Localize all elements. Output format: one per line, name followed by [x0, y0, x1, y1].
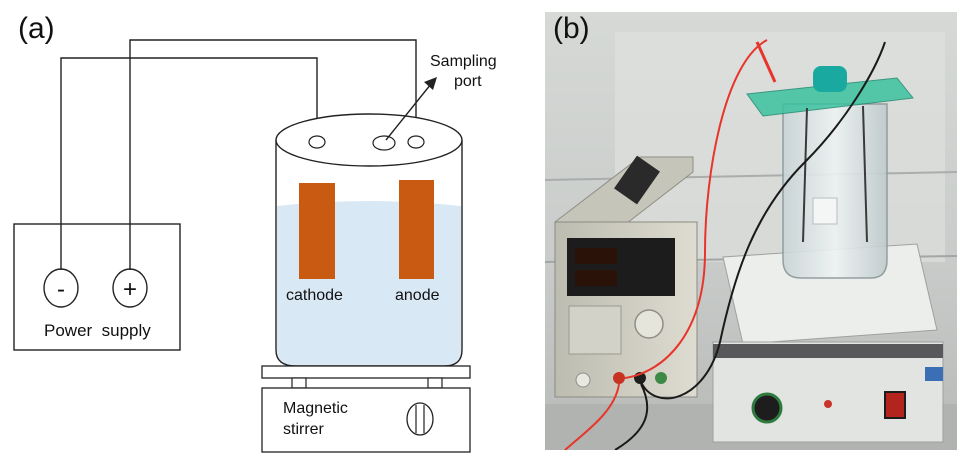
sampling-port-hole [372, 135, 396, 151]
plus-sign: + [123, 276, 137, 303]
stirrer-blue-clip [925, 367, 943, 381]
anode-label: anode [395, 287, 440, 304]
photo-electrode-1 [802, 107, 808, 243]
psu-dial [634, 309, 664, 339]
power-supply-box [13, 223, 181, 351]
anode-electrode [399, 180, 434, 279]
stirrer-power-switch [884, 391, 906, 419]
sampling-port-label-line-1: Sampling [430, 53, 497, 70]
minus-sign: - [57, 276, 65, 303]
red-wire-lower [564, 383, 620, 450]
stirrer-top-plate [261, 365, 471, 379]
psu-port-red [613, 372, 625, 384]
apparatus-photo-illustration [545, 12, 957, 450]
sampling-port-label: Sampling port [430, 52, 497, 92]
anode-port-hole [407, 135, 425, 149]
psu-display-panel [567, 238, 675, 296]
psu-power-button [575, 372, 591, 388]
panel-a-label: (a) [18, 12, 55, 45]
sampling-port-arrow [385, 83, 432, 141]
photo-beaker [782, 103, 888, 279]
stirrer-base [261, 387, 471, 453]
anode-wire [129, 39, 417, 270]
stirrer-foot-right [427, 377, 443, 389]
black-wire [640, 41, 886, 400]
black-wire-lower [614, 383, 649, 450]
beaker-lid [275, 113, 463, 167]
stirrer-control-knob [751, 392, 783, 424]
panel-b-label: (b) [553, 12, 590, 45]
magnetic-stirrer-label-line-2: stirrer [283, 421, 324, 438]
stirrer-band [713, 344, 943, 358]
sampling-arrowhead [424, 77, 437, 90]
psu-display-2 [575, 270, 617, 286]
magnetic-stirrer-label-line-1: Magnetic [283, 400, 348, 417]
photo-beaker-label [812, 197, 838, 225]
power-supply-label: Power supply [44, 321, 151, 340]
stirrer-indicator [824, 400, 832, 408]
red-wire [624, 39, 768, 379]
schematic-diagram: - + [13, 39, 471, 453]
magnetic-stirrer-label: Magnetic stirrer [283, 398, 373, 440]
sampling-port-label-line-2: port [454, 73, 482, 90]
psu-handle [614, 155, 660, 205]
stirrer-foot-left [291, 377, 307, 389]
cathode-label: cathode [286, 287, 343, 304]
photo-electrode-2 [862, 105, 868, 243]
psu-port-green [655, 372, 667, 384]
red-wire-tip [755, 41, 777, 83]
stirrer-knob [406, 402, 434, 436]
lid-cap [813, 66, 847, 92]
psu-display-1 [575, 248, 617, 264]
cathode-electrode [299, 183, 335, 279]
psu-button-grid [568, 305, 622, 355]
apparatus-photo [545, 12, 957, 450]
cathode-port-hole [308, 135, 326, 149]
